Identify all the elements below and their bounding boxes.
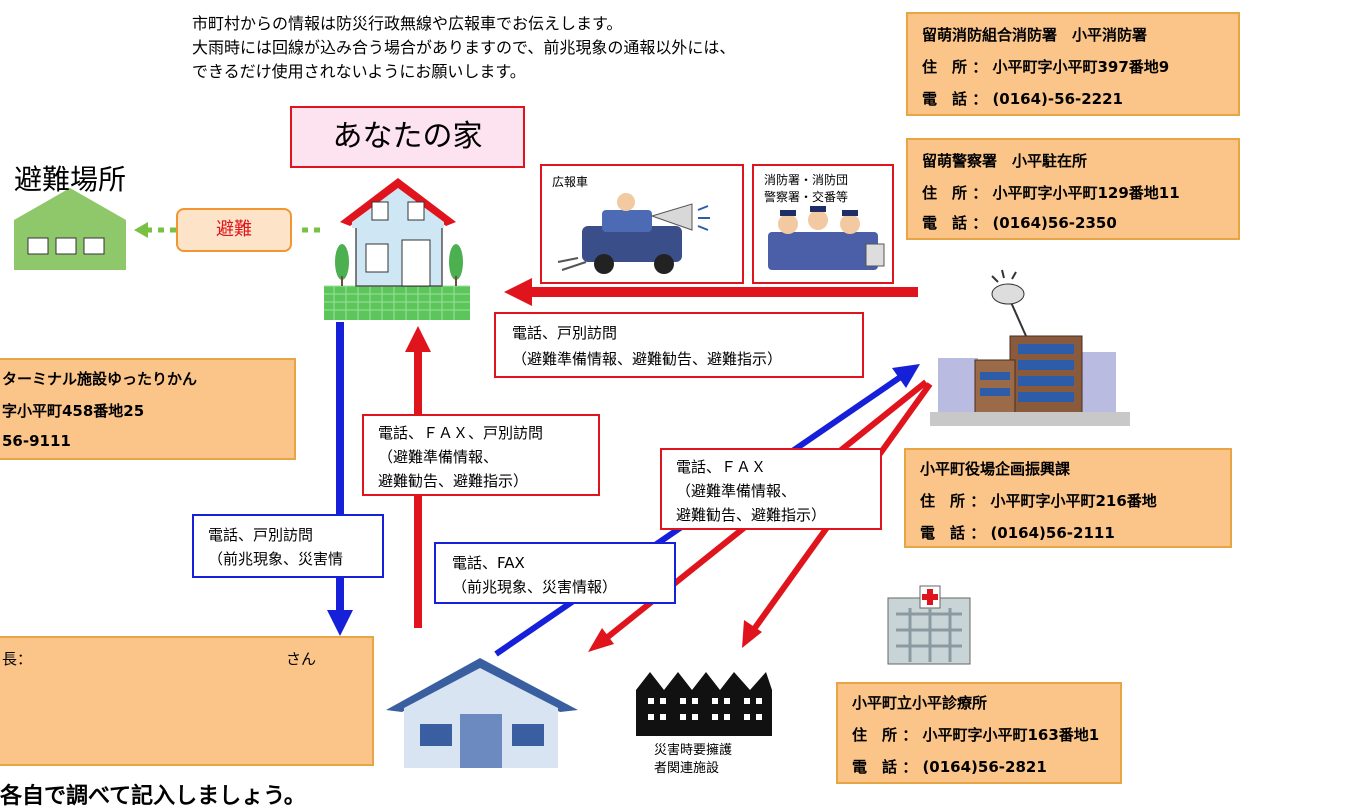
town-office-name: 小平町役場企画振興課 (920, 460, 1071, 478)
notice-line: できるだけ使用されないようにお願いします。 (192, 62, 526, 81)
terminal-box: ターミナル施設ゆったりかん 字小平町458番地25 56-9111 (0, 358, 296, 460)
fire-station-box: 留萌消防組合消防署 小平消防署 住 所 ： 小平町字小平町397番地9 電 話 … (906, 12, 1240, 116)
msg-phone-fax: 電話、ＦＡＸ （避難準備情報、 避難勧告、避難指示） (660, 448, 882, 530)
responders-caption-line2: 警察署・交番等 (764, 190, 849, 204)
terminal-address: 字小平町458番地25 (2, 402, 145, 420)
fire-station-phone: 電 話 ： (0164)-56-2221 (922, 90, 1123, 108)
msg-phone-fax-line3: 避難勧告、避難指示） (676, 506, 827, 524)
notice-text: 市町村からの情報は防災行政無線や広報車でお伝えします。 大雨時には回線が込み合う… (192, 12, 892, 84)
fire-station-address: 住 所 ： 小平町字小平町397番地9 (922, 58, 1170, 76)
welfare-caption-line1: 災害時要擁護 (654, 743, 733, 758)
msg-phone-fax-visit: 電話、ＦＡＸ、戸別訪問 （避難準備情報、 避難勧告、避難指示） (362, 414, 600, 496)
notice-line: 大雨時には回線が込み合う場合がありますので、前兆現象の通報以外には、 (192, 38, 736, 57)
msg-phone-fax-visit-line2: （避難準備情報、 (378, 448, 499, 466)
community-hall-icon (386, 658, 578, 768)
shelter-building-icon (14, 188, 126, 270)
msg-phone-fax-visit-line3: 避難勧告、避難指示） (378, 472, 529, 490)
town-office-box: 小平町役場企画振興課 住 所 ： 小平町字小平町216番地 電 話 ： (016… (904, 448, 1232, 548)
fire-station-name: 留萌消防組合消防署 小平消防署 (922, 26, 1148, 44)
leader-box: 長： さん (0, 636, 374, 766)
town-office-address: 住 所 ： 小平町字小平町216番地 (920, 492, 1157, 510)
welfare-caption-line2: 者関連施設 (654, 761, 720, 776)
notice-line: 市町村からの情報は防災行政無線や広報車でお伝えします。 (192, 14, 623, 33)
police-name: 留萌警察署 小平駐在所 (922, 152, 1088, 170)
msg-phone-visit-line2: （避難準備情報、避難勧告、避難指示） (512, 350, 783, 368)
town-office-building-icon (930, 269, 1130, 426)
responders-panel: 消防署・消防団 警察署・交番等 (752, 164, 894, 284)
pr-car-panel: 広報車 (540, 164, 744, 284)
arrow-office-to-house (504, 278, 918, 306)
leader-label: 長： (2, 650, 33, 668)
msg-phone-fax-visit-line1: 電話、ＦＡＸ、戸別訪問 (378, 424, 544, 442)
leader-suffix: さん (286, 650, 317, 668)
clinic-name: 小平町立小平診療所 (852, 694, 988, 712)
pr-car-icon (557, 193, 710, 274)
home-label: あなたの家 (290, 106, 525, 168)
terminal-phone: 56-9111 (2, 432, 71, 450)
shelter-label: 避難場所 (14, 163, 127, 196)
responders-caption-line1: 消防署・消防団 (764, 173, 849, 187)
pr-car-caption: 広報車 (552, 175, 589, 189)
clinic-box: 小平町立小平診療所 住 所 ： 小平町字小平町163番地1 電 話 ： (016… (836, 682, 1122, 784)
welfare-caption: 災害時要擁護 者関連施設 (654, 742, 732, 778)
police-phone: 電 話 ： (0164)56-2350 (922, 214, 1117, 232)
msg-report-visit: 電話、戸別訪問 （前兆現象、災害情 (192, 514, 384, 578)
evacuation-arrow (134, 222, 320, 238)
footnote: 各自で調べて記入しましょう。 (0, 784, 306, 809)
responders-icon (768, 206, 885, 270)
evacuation-label: 避難 (176, 208, 292, 252)
town-office-phone: 電 話 ： (0164)56-2111 (920, 524, 1115, 542)
police-address: 住 所 ： 小平町字小平町129番地11 (922, 184, 1180, 202)
msg-phone-visit-line1: 電話、戸別訪問 (512, 324, 618, 342)
arrow-house-to-leader (327, 322, 353, 636)
msg-report-fax-line2: （前兆現象、災害情報） (452, 578, 618, 596)
clinic-phone: 電 話 ： (0164)56-2821 (852, 758, 1047, 776)
msg-phone-visit: 電話、戸別訪問 （避難準備情報、避難勧告、避難指示） (494, 312, 864, 378)
terminal-name: ターミナル施設ゆったりかん (2, 370, 198, 388)
msg-phone-fax-line1: 電話、ＦＡＸ (676, 458, 767, 476)
msg-report-visit-line1: 電話、戸別訪問 (208, 526, 314, 544)
clinic-address: 住 所 ： 小平町字小平町163番地1 (852, 726, 1100, 744)
house-icon (324, 178, 470, 320)
police-box: 留萌警察署 小平駐在所 住 所 ： 小平町字小平町129番地11 電 話 ： (… (906, 138, 1240, 240)
msg-phone-fax-line2: （避難準備情報、 (676, 482, 797, 500)
msg-report-fax: 電話、FAX （前兆現象、災害情報） (434, 542, 676, 604)
msg-report-visit-line2: （前兆現象、災害情 (208, 550, 344, 568)
welfare-facility-icon (636, 672, 772, 736)
msg-report-fax-line1: 電話、FAX (452, 554, 525, 572)
clinic-building-icon (887, 585, 971, 665)
